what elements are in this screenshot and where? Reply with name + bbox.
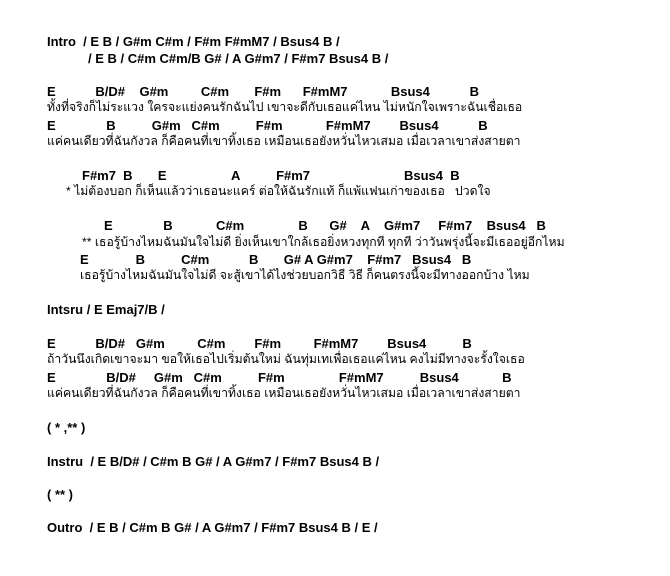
verse2-lyrics-2: แค่คนเดียวที่ฉันกังวล ก็คือคนที่เขาทิ้งเ… xyxy=(47,386,521,400)
repeat-marker-1: ( * ,** ) xyxy=(47,420,86,435)
intsru-line: Intsru / E Emaj7/B / xyxy=(47,302,165,317)
chorus-chords-2: E B C#m B G# A G#m7 F#m7 Bsus4 B xyxy=(80,252,472,267)
verse2-chords-1: E B/D# G#m C#m F#m F#mM7 Bsus4 B xyxy=(47,336,472,351)
outro-line: Outro / E B / C#m B G# / A G#m7 / F#m7 B… xyxy=(47,520,378,535)
verse1-lyrics-2: แค่คนเดียวที่ฉันกังวล ก็คือคนที่เขาทิ้งเ… xyxy=(47,134,521,148)
prechorus-lyrics: * ไม่ต้องบอก ก็เห็นแล้วว่าเธอนะแคร์ ต่อใ… xyxy=(66,184,491,198)
verse1-chords-1: E B/D# G#m C#m F#m F#mM7 Bsus4 B xyxy=(47,84,480,99)
instru-line: Instru / E B/D# / C#m B G# / A G#m7 / F#… xyxy=(47,454,380,469)
verse2-chords-2: E B/D# G#m C#m F#m F#mM7 Bsus4 B xyxy=(47,370,512,385)
verse1-chords-2: E B G#m C#m F#m F#mM7 Bsus4 B xyxy=(47,118,488,133)
intro-line-2: / E B / C#m C#m/B G# / A G#m7 / F#m7 Bsu… xyxy=(88,51,389,66)
intro-line-1: Intro / E B / G#m C#m / F#m F#mM7 / Bsus… xyxy=(47,34,340,49)
chorus-chords-1: E B C#m B G# A G#m7 F#m7 Bsus4 B xyxy=(104,218,546,233)
chorus-lyrics-2: เธอรู้บ้างไหมฉันมันใจไม่ดี จะสู้เขาได้ไง… xyxy=(80,268,530,282)
verse2-lyrics-1: ถ้าวันนึงเกิดเขาจะมา ขอให้เธอไปเริ่มต้นใ… xyxy=(47,352,525,366)
verse1-lyrics-1: ทั้งที่จริงก็ไม่ระแวง ใครจะแย่งคนรักฉันไ… xyxy=(47,100,523,114)
chorus-lyrics-1: ** เธอรู้บ้างไหมฉันมันใจไม่ดี ยิ่งเห็นเข… xyxy=(82,235,565,249)
repeat-marker-2: ( ** ) xyxy=(47,487,73,502)
prechorus-chords: F#m7 B E A F#m7 Bsus4 B xyxy=(82,168,460,183)
